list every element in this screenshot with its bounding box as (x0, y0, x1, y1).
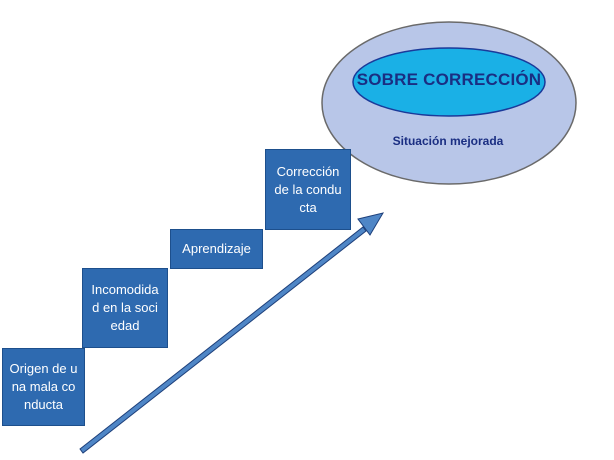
step-aprendizaje: Aprendizaje (170, 229, 263, 269)
progress-arrow-head (357, 212, 385, 236)
step-origen-label: Origen de una mala conducta (9, 361, 78, 412)
step-incomodidad-label: Incomodidad en la sociedad (91, 282, 159, 333)
goal-inner-ellipse (352, 47, 546, 117)
step-correccion-label: Corrección de la conducta (274, 163, 342, 215)
progress-arrow-shaft (79, 226, 367, 454)
step-correccion: Corrección de la conducta (265, 149, 351, 230)
goal-title: SOBRE CORRECCIÓN (356, 70, 542, 89)
progress-arrow (79, 212, 385, 454)
step-incomodidad: Incomodidad en la sociedad (82, 268, 168, 348)
step-aprendizaje-label: Aprendizaje (182, 241, 251, 256)
goal-subtitle: Situación mejorada (392, 134, 504, 148)
step-origen: Origen de una mala conducta (2, 348, 85, 426)
